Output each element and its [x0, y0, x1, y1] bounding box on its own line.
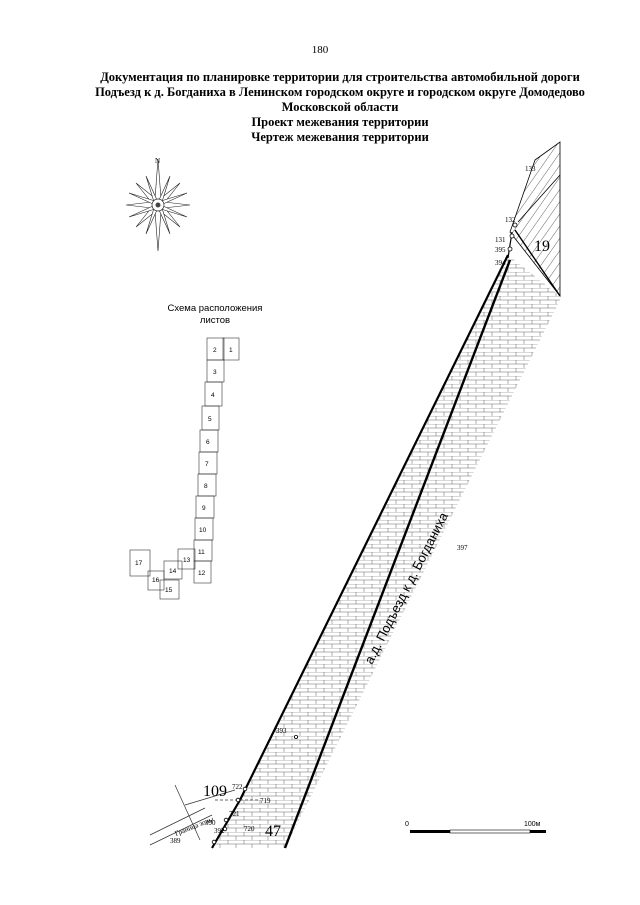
road-boundary-left-end — [211, 799, 241, 849]
lower-left-lines — [149, 784, 260, 846]
title-line-2: Подъезд к д. Богданиха в Ленинском город… — [95, 85, 585, 99]
title-line-3: Московской области — [281, 100, 399, 114]
point-number: 719 — [260, 797, 271, 805]
road-boundary-left — [239, 254, 509, 801]
sheet-number: 10 — [199, 527, 207, 534]
parcel-number: 109 — [203, 783, 227, 800]
point-number: 393 — [276, 727, 287, 735]
point-number: 392 — [214, 827, 225, 835]
scale-start: 0 — [405, 821, 409, 828]
parcel-number: 19 — [534, 238, 550, 255]
sheet-number: 1 — [229, 347, 233, 354]
point-number: 394 — [495, 259, 506, 267]
scale-end: 100м — [524, 821, 541, 828]
point-numbers: 133 132 131 395 394 397 393 722 719 721 … — [170, 165, 536, 845]
sheet-number: 3 — [213, 369, 217, 376]
sheet-number: 9 — [202, 505, 206, 512]
page-number: 180 — [311, 44, 329, 56]
sheet-number: 16 — [152, 577, 160, 584]
sheet-number: 5 — [208, 416, 212, 423]
sheet-box-15 — [159, 579, 180, 600]
point-markers — [211, 222, 518, 845]
point-number: 133 — [525, 165, 536, 173]
sheet-layout-numbers: 1 2 3 4 5 6 7 8 9 10 11 12 13 14 15 16 1… — [135, 347, 233, 594]
point-number: 390 — [205, 819, 216, 827]
sheet-layout-caption-line-1: Схема расположения — [167, 303, 263, 314]
sheet-layout-caption-line-2: листов — [199, 315, 231, 326]
sheet-number: 13 — [183, 557, 191, 564]
point-number: 722 — [232, 783, 243, 791]
point-number: 131 — [495, 236, 506, 244]
compass-rose-icon — [125, 158, 191, 252]
sheet-number: 6 — [206, 439, 210, 446]
parcel-boundary — [514, 229, 561, 297]
sheet-number: 8 — [204, 483, 208, 490]
sheet-number: 7 — [205, 461, 209, 468]
sheet-box-17 — [129, 549, 151, 577]
point-number: 721 — [229, 810, 240, 818]
point-number: 395 — [495, 246, 506, 254]
sheet-box-12 — [193, 560, 212, 584]
sheet-number: 14 — [169, 568, 177, 575]
north-label: N — [155, 157, 160, 165]
sheet-number: 2 — [213, 347, 217, 354]
sheet-number: 11 — [198, 549, 205, 556]
point-number: 720 — [244, 825, 255, 833]
sheet-number: 12 — [198, 570, 206, 577]
road-corridor — [212, 255, 560, 848]
parcel-boundary-upper — [517, 174, 561, 223]
sheet-number: 15 — [165, 587, 173, 594]
title-line-5: Чертеж межевания территории — [251, 130, 429, 144]
title-line-4: Проект межевания территории — [251, 115, 429, 129]
sheet-box-1 — [222, 337, 240, 361]
scale-bar: 0 100м — [405, 821, 546, 834]
point-number: 132 — [505, 216, 516, 224]
road-boundary-right — [283, 259, 512, 849]
sheet-box-13 — [177, 548, 196, 570]
sheet-number: 17 — [135, 560, 143, 567]
parcel-number: 47 — [265, 823, 281, 840]
point-number: 389 — [170, 837, 181, 845]
sheet-layout-scheme — [129, 337, 240, 600]
document-title: Документация по планировке территории дл… — [60, 70, 620, 145]
title-line-1: Документация по планировке территории дл… — [100, 70, 580, 84]
point-number: 397 — [457, 544, 468, 552]
sheet-layout-caption: Схема расположения листов — [150, 303, 280, 327]
sheet-number: 4 — [211, 392, 215, 399]
sheet-box-14 — [163, 560, 183, 580]
sheet-box-16 — [147, 570, 165, 591]
